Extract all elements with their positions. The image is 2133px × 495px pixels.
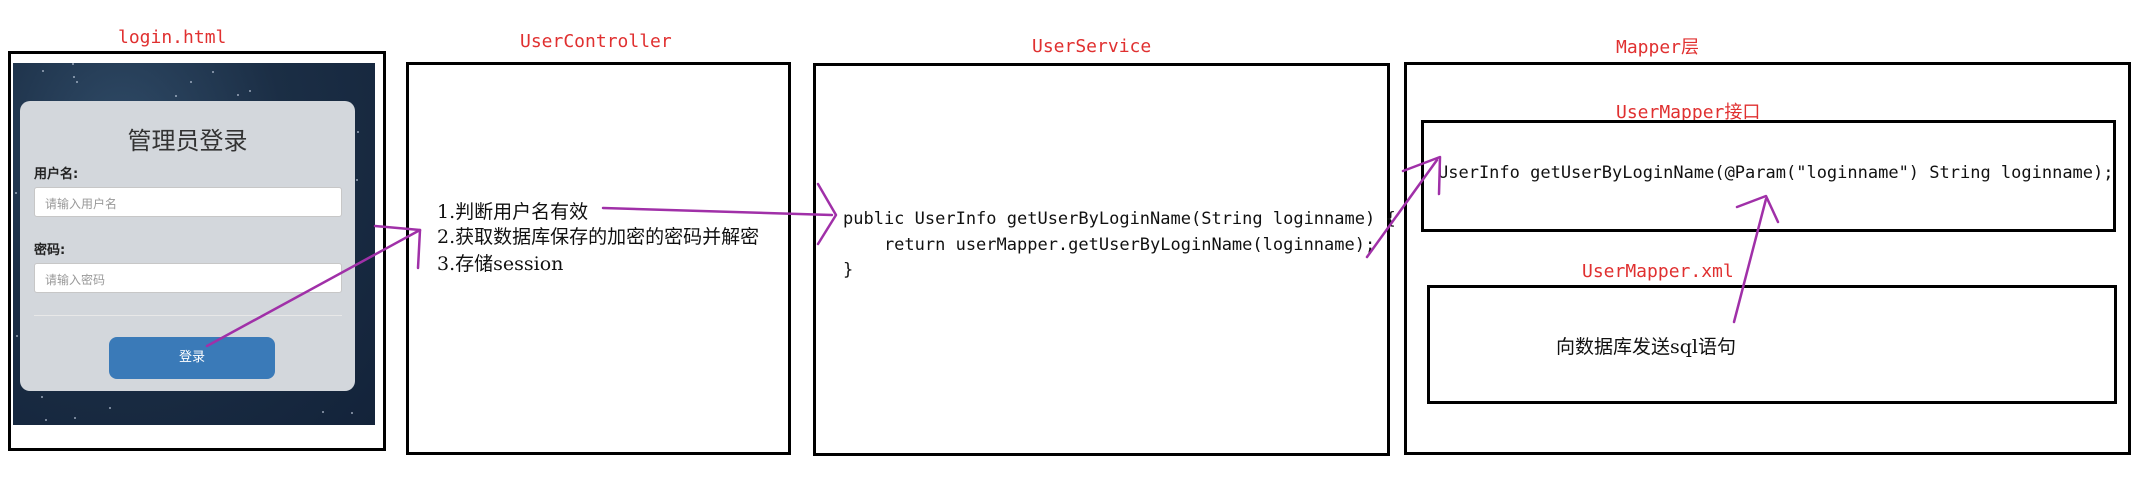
star-dot: [72, 63, 74, 65]
service-label: UserService: [1032, 36, 1152, 57]
star-dot: [212, 71, 214, 73]
mapper-interface-box: [1421, 120, 2116, 232]
mapper-layer-label: Mapper层: [1616, 37, 1700, 58]
login-panel: 管理员登录 用户名: 请输入用户名 密码: 请输入密码 登录: [20, 101, 355, 391]
star-dot: [109, 407, 111, 409]
star-dot: [74, 417, 76, 419]
service-code-line-1: public UserInfo getUserByLoginName(Strin…: [843, 209, 1396, 229]
star-dot: [249, 90, 251, 92]
username-label: 用户名:: [34, 167, 79, 182]
star-dot: [190, 81, 192, 83]
arrow-xml-to-interface: [1732, 197, 1768, 324]
arrowhead-mapper: [1401, 155, 1442, 196]
arrowhead-service: [816, 182, 838, 246]
star-dot: [15, 192, 17, 194]
star-dot: [357, 131, 359, 133]
arrow-controller-to-service: [601, 206, 834, 217]
star-dot: [41, 396, 43, 398]
star-dot: [322, 411, 324, 413]
star-dot: [175, 95, 177, 97]
mapper-xml-box: [1427, 285, 2117, 404]
mapper-xml-label: UserMapper.xml: [1582, 261, 1734, 282]
password-input[interactable]: 请输入密码: [34, 263, 342, 293]
login-label: login.html: [118, 27, 227, 48]
arrow-service-to-mapper: [1365, 158, 1439, 259]
login-screenshot: 管理员登录 用户名: 请输入用户名 密码: 请输入密码 登录: [13, 63, 375, 425]
controller-box: [406, 62, 791, 455]
controller-step-2: 2.获取数据库保存的加密的密码并解密: [437, 226, 760, 248]
mapper-interface-code: UserInfo getUserByLoginName(@Param("logi…: [1438, 163, 2114, 183]
mapper-xml-text: 向数据库发送sql语句: [1556, 336, 1736, 358]
form-divider: [34, 315, 342, 316]
password-label: 密码:: [34, 243, 66, 258]
service-code-line-3: }: [843, 260, 854, 280]
star-dot: [16, 335, 18, 337]
mapper-interface-label: UserMapper接口: [1616, 102, 1761, 123]
controller-label: UserController: [520, 31, 672, 52]
star-dot: [237, 94, 239, 96]
controller-step-3: 3.存储session: [437, 253, 564, 275]
star-dot: [356, 179, 358, 181]
star-dot: [76, 81, 78, 83]
star-dot: [351, 412, 353, 414]
username-input[interactable]: 请输入用户名: [34, 187, 342, 217]
login-title: 管理员登录: [127, 127, 248, 155]
arrow-button-to-controller: [205, 228, 422, 348]
service-code-line-2: return userMapper.getUserByLoginName(log…: [843, 235, 1376, 255]
arrowhead-controller-1: [373, 224, 422, 270]
arrowhead-interface: [1735, 194, 1780, 224]
login-button[interactable]: 登录: [109, 337, 275, 379]
star-dot: [45, 419, 47, 421]
service-box: [813, 63, 1390, 456]
star-dot: [42, 70, 44, 72]
star-dot: [73, 76, 75, 78]
controller-step-1: 1.判断用户名有效: [437, 201, 589, 223]
